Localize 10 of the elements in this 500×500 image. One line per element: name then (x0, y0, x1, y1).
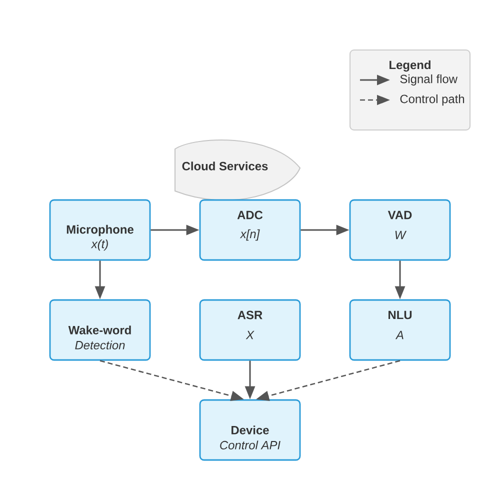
process-box: VAD W (349, 199, 451, 261)
process-box: Device Control API (199, 399, 301, 461)
legend-label: Control path (400, 94, 464, 106)
process-box: ASR X (199, 299, 301, 361)
legend-label: Signal flow (400, 74, 458, 86)
process-box: Microphone x(t) (49, 199, 151, 261)
legend-title: Legend (390, 60, 430, 72)
process-box: Wake-word Detection (49, 299, 151, 361)
process-box: NLU A (349, 299, 451, 361)
process-box: ADC x[n] (199, 199, 301, 261)
